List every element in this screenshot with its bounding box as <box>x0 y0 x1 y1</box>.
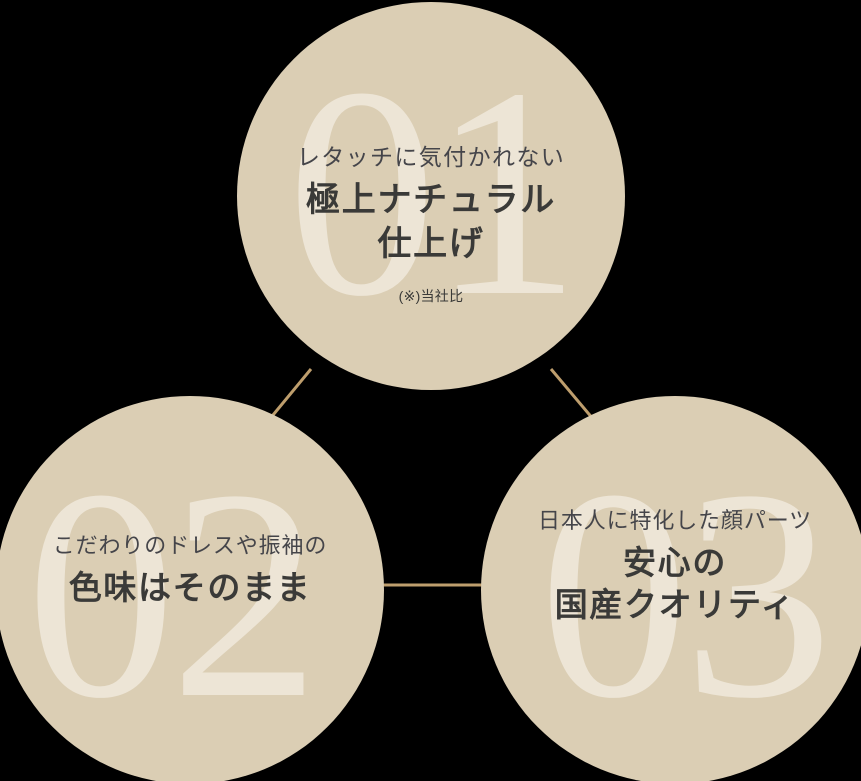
feature-lead-02: こだわりのドレスや振袖の <box>52 533 328 558</box>
watermark-number-01: 01 <box>287 26 581 358</box>
feature-footnote-01: (※)当社比 <box>398 288 464 305</box>
feature-headline-01-line-1: 極上ナチュラル <box>306 181 556 220</box>
feature-lead-03: 日本人に特化した顔パーツ <box>537 508 813 533</box>
feature-content-02: こだわりのドレスや振袖の 色味はそのまま <box>0 531 384 609</box>
feature-lead-01: レタッチに気付かれない <box>296 144 566 170</box>
feature-headline-03: 安心の 国産クオリティ <box>481 542 861 626</box>
feature-circle-03[interactable]: 03 日本人に特化した顔パーツ 安心の 国産クオリティ <box>481 396 861 781</box>
watermark-number-02: 02 <box>26 428 320 760</box>
feature-headline-03-line-1: 安心の <box>623 543 727 581</box>
feature-headline-01: 極上ナチュラル 仕上げ <box>237 179 625 266</box>
feature-headline-02: 色味はそのまま <box>0 567 384 609</box>
feature-headline-01-line-2: 仕上げ <box>377 224 485 263</box>
feature-headline-03-line-2: 国産クオリティ <box>554 585 796 623</box>
feature-headline-02-line-1: 色味はそのまま <box>68 568 312 606</box>
feature-circle-01[interactable]: 01 レタッチに気付かれない 極上ナチュラル 仕上げ (※)当社比 <box>237 2 625 390</box>
feature-content-03: 日本人に特化した顔パーツ 安心の 国産クオリティ <box>481 506 861 626</box>
watermark-number-03: 03 <box>539 428 833 760</box>
feature-circle-02[interactable]: 02 こだわりのドレスや振袖の 色味はそのまま <box>0 396 384 781</box>
feature-content-01: レタッチに気付かれない 極上ナチュラル 仕上げ (※)当社比 <box>237 142 625 305</box>
